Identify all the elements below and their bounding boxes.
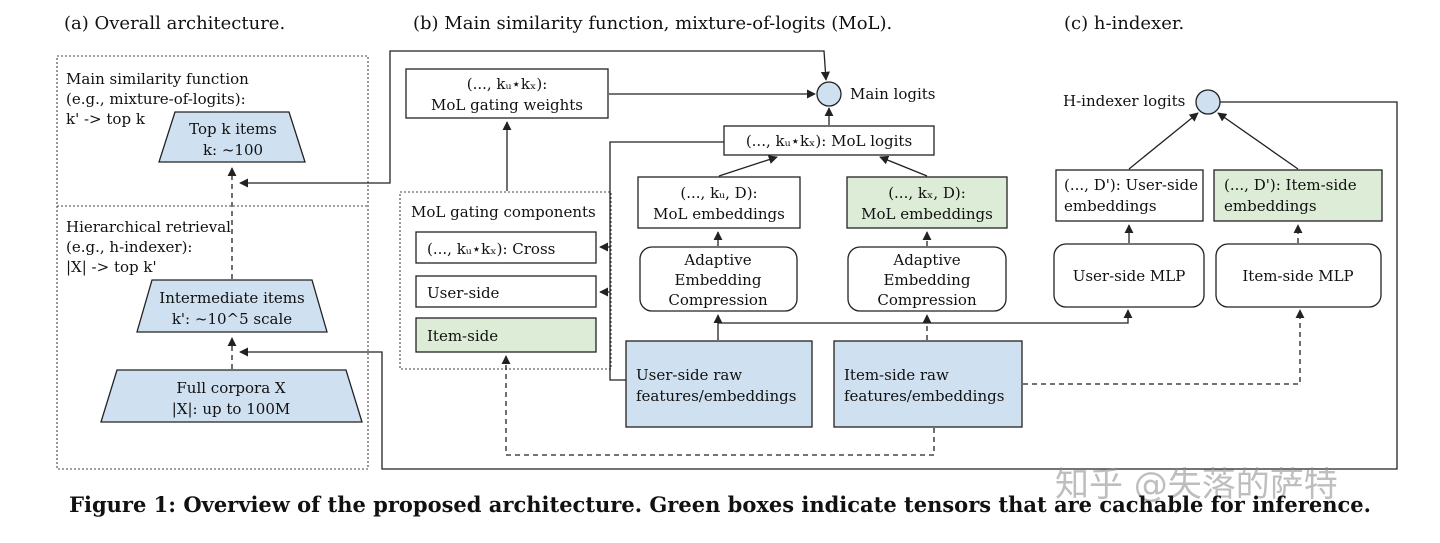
user-aec-box [639,246,798,312]
section-a-title: (a) Overall architecture. [64,13,285,34]
mol-logits-box [723,125,935,156]
user-side-embeddings-box [1055,169,1204,222]
hier-label-1: Hierarchical retrieval [66,218,231,236]
section-b-title: (b) Main similarity function, mixture-of… [413,13,892,34]
main-sim-label-2: (e.g., mixture-of-logits): [66,90,246,108]
arrow-item-raw-to-item-side [501,355,935,456]
hier-label-2: (e.g., h-indexer): [66,238,192,256]
hier-label-3: |X| -> top k' [66,258,157,276]
item-side-gating-label: Item-side [427,327,498,345]
arrow-user-emb-to-logits [718,155,778,177]
user-mol-embeddings-box [637,176,801,229]
item-raw-label-1: Item-side raw [844,366,949,384]
arrow-item-emb-to-logits [879,155,928,177]
arrow-main-logits-feed [382,50,830,184]
corpora-label-1: Full corpora X [176,379,286,397]
item-mlp-label: Item-side MLP [1242,267,1353,285]
item-mol-emb-label-1: (..., kₓ, D): [888,184,966,202]
user-raw-label-2: features/embeddings [636,387,796,405]
item-mol-emb-label-2: MoL embeddings [861,205,993,223]
user-mlp-label: User-side MLP [1073,267,1186,285]
gating-weights-label-1: (..., kᵤ⋆kₓ): [467,75,548,93]
main-logits-label: Main logits [850,85,935,103]
user-mol-emb-label-1: (..., kᵤ, D): [680,184,757,202]
user-aec-label-3: Compression [668,291,768,309]
item-raw-features-box [833,340,1023,428]
user-side-gating-box [415,275,597,308]
section-c-title: (c) h-indexer. [1064,13,1184,34]
c-item-emb-label-2: embeddings [1224,197,1317,215]
main-sim-label-3: k' -> top k [66,110,146,128]
user-aec-label-2: Embedding [675,271,762,289]
gating-weights-label-2: MoL gating weights [431,96,583,114]
user-mol-emb-label-2: MoL embeddings [653,205,785,223]
user-side-mlp-box [1053,243,1205,308]
item-aec-label-3: Compression [877,291,977,309]
arrow-user-raw-to-user-mlp [718,309,1133,324]
intermediate-label-2: k': ~10^5 scale [172,310,292,328]
user-raw-features-box [625,340,813,428]
item-mol-embeddings-box [846,176,1008,229]
intermediate-items-box [136,279,328,333]
mol-logits-label: (..., kᵤ⋆kₓ): MoL logits [746,132,912,150]
intermediate-label-1: Intermediate items [159,289,304,307]
item-side-gating-box [415,317,597,353]
h-indexer-logits-label: H-indexer logits [1063,92,1185,110]
main-logits-node [816,81,842,107]
h-indexer-logits-node [1195,89,1221,115]
arrow-h-logits-to-intermediate [239,101,1398,470]
user-side-gating-label: User-side [427,284,500,302]
item-aec-label-2: Embedding [884,271,971,289]
cross-box [415,231,597,264]
item-side-embeddings-box [1213,169,1383,222]
item-raw-label-2: features/embeddings [844,387,1004,405]
top-k-items-box [158,111,306,163]
c-item-emb-label-1: (..., D'): Item-side [1224,176,1357,194]
user-aec-label-1: Adaptive [683,251,751,269]
arrow-user-emb-to-h-logits [1128,112,1199,170]
main-sim-label-1: Main similarity function [66,70,249,88]
panel-a-frame [56,55,369,470]
user-raw-label-1: User-side raw [636,366,742,384]
item-side-mlp-box [1215,243,1382,308]
corpora-label-2: |X|: up to 100M [172,400,290,418]
item-aec-label-1: Adaptive [892,251,960,269]
top-k-label-2: k: ~100 [203,141,263,159]
c-user-emb-label-1: (..., D'): User-side [1064,176,1198,194]
item-aec-box [847,246,1007,312]
watermark: 知乎 @失落的萨特 [1055,465,1338,505]
arrow-item-emb-to-h-logits [1217,112,1299,170]
mol-gating-weights-box [405,68,609,119]
figure-caption: Figure 1: Overview of the proposed archi… [69,492,1371,517]
line-user-raw-to-cross [609,141,724,381]
full-corpora-box [100,369,363,423]
top-k-label-1: Top k items [189,120,277,138]
c-user-emb-label-2: embeddings [1064,197,1157,215]
arrow-item-raw-to-item-mlp [1023,309,1305,385]
gating-components-label: MoL gating components [411,203,596,221]
cross-label: (..., kᵤ⋆kₓ): Cross [427,240,555,258]
